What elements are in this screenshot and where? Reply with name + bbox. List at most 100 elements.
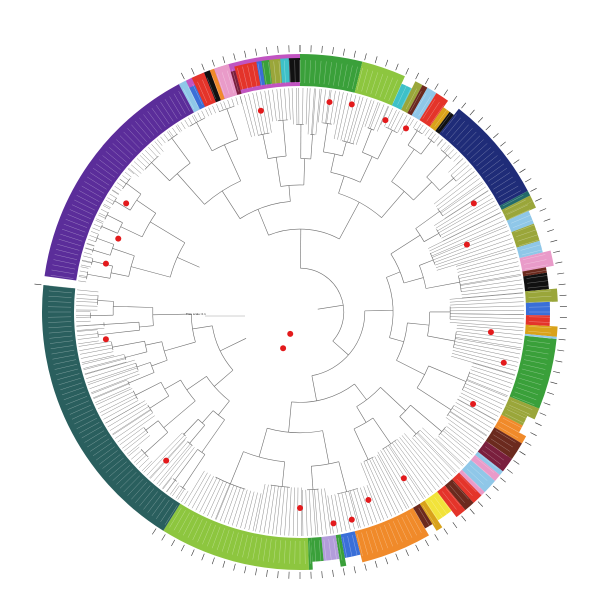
leaf-label-line	[76, 417, 98, 429]
leaf-branch	[109, 406, 149, 431]
leaf-label-line	[156, 499, 170, 520]
leaf-branch	[252, 93, 262, 135]
leaf-label-line	[237, 533, 244, 557]
label-tick	[553, 371, 561, 374]
leaf-label-line	[456, 128, 473, 146]
internal-branch	[125, 351, 148, 358]
leaf-label-line	[123, 475, 140, 493]
leaf-branch	[272, 486, 279, 535]
leaf-branch	[141, 152, 152, 163]
red-dot-icon	[330, 520, 337, 527]
leaf-label-line	[352, 66, 358, 90]
leaf-branch	[374, 456, 404, 512]
leaf-label-line	[135, 121, 151, 139]
internal-branch-arc	[322, 122, 332, 125]
leaf-label-line	[65, 219, 88, 228]
leaf-label-line	[252, 536, 258, 560]
leaf-label-line	[173, 510, 186, 531]
leaf-branch	[248, 492, 258, 531]
leaf-branch	[451, 408, 490, 432]
leaf-label-line	[523, 259, 547, 265]
leaf-label-line	[69, 404, 91, 415]
leaf-branch	[296, 88, 298, 125]
red-dot-icon	[463, 241, 470, 248]
leaf-branch	[90, 231, 99, 235]
leaf-branch	[156, 443, 191, 485]
label-tick	[385, 557, 389, 565]
leaf-label-line	[50, 275, 74, 279]
internal-branch	[92, 249, 111, 256]
leaf-label-line	[60, 233, 83, 242]
leaf-branch	[215, 483, 231, 520]
leaf-branch	[114, 185, 122, 191]
leaf-branch	[325, 89, 331, 124]
leaf-branch	[124, 171, 132, 178]
leaf-label-line	[48, 326, 72, 328]
leaf-label-line	[102, 454, 121, 469]
leaf-branch	[457, 257, 518, 273]
label-tick	[535, 422, 542, 426]
label-tick	[434, 83, 439, 90]
leaf-label-line	[127, 128, 144, 146]
leaf-branch	[435, 174, 478, 207]
leaf-label-line	[526, 275, 550, 279]
leaf-branch	[388, 445, 424, 499]
internal-branch-arc	[135, 362, 139, 371]
clade-sector	[209, 68, 225, 101]
leaf-label-line	[90, 438, 110, 452]
leaf-branch	[424, 129, 430, 136]
leaf-branch	[141, 460, 153, 471]
leaf-branch	[191, 115, 197, 123]
internal-branch-arc	[122, 178, 131, 189]
internal-branch-arc	[109, 244, 115, 256]
leaf-label-line	[479, 454, 498, 469]
label-tick	[395, 63, 399, 71]
internal-branch-arc	[197, 449, 206, 455]
internal-branch	[220, 338, 247, 352]
red-dot-icon	[287, 330, 294, 337]
internal-branch	[410, 404, 443, 432]
leaf-label-line	[63, 391, 86, 401]
leaf-branch	[363, 486, 377, 523]
leaf-label-line	[268, 539, 272, 563]
leaf-branch	[288, 487, 292, 536]
label-tick	[558, 338, 566, 341]
label-tick	[255, 568, 257, 576]
label-tick	[543, 218, 551, 222]
leaf-branch	[80, 266, 89, 269]
leaf-label-line	[252, 64, 258, 88]
leaf-branch	[366, 460, 392, 517]
leaf-label-line	[514, 391, 537, 401]
label-tick	[332, 47, 334, 55]
outer-label-ticks	[34, 45, 567, 579]
leaf-label-line	[109, 461, 127, 477]
leaf-label-line	[375, 73, 384, 96]
leaf-branch	[84, 361, 127, 375]
leaf-branch	[112, 189, 120, 195]
label-tick	[201, 63, 205, 71]
leaf-branch	[98, 212, 107, 217]
leaf-branch	[223, 486, 238, 523]
leaf-branch	[98, 214, 106, 219]
leaf-label-line	[476, 457, 495, 473]
leaf-branch	[177, 124, 182, 132]
leaf-label-line	[438, 111, 453, 130]
leaf-label-line	[96, 163, 115, 178]
label-tick	[321, 571, 323, 579]
internal-branch	[145, 341, 162, 346]
leaf-label-line	[405, 514, 417, 536]
leaf-label-line	[102, 155, 121, 170]
leaf-label-line	[71, 204, 93, 215]
internal-branch-arc	[129, 193, 142, 211]
leaf-branch	[78, 280, 87, 283]
leaf-branch	[419, 429, 460, 470]
leaf-branch	[175, 125, 181, 133]
internal-branch	[420, 140, 432, 155]
internal-branch-arc	[124, 355, 127, 360]
leaf-branch	[83, 357, 126, 369]
leaf-branch	[172, 127, 178, 135]
clade-sector	[525, 301, 550, 316]
clade-sector	[191, 72, 216, 107]
leaf-branch	[105, 200, 113, 205]
clade-sector	[519, 250, 554, 272]
